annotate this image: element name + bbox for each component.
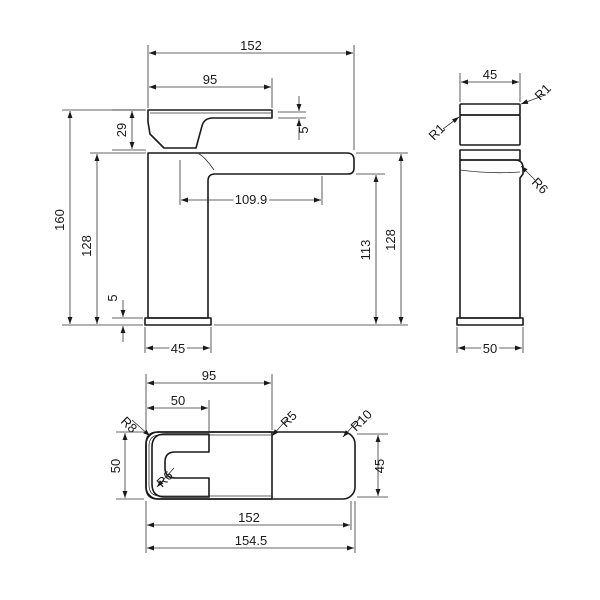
- base-plate: [144, 317, 212, 326]
- dim-spout-reach: 109.9: [235, 192, 268, 207]
- dim-body-height: 128: [79, 235, 94, 257]
- leader-r5: [271, 417, 289, 437]
- leader-r10: [342, 417, 361, 438]
- top-view: 95 50 R8 R5 R10 R6 50 45 152: [108, 368, 388, 553]
- side-handle-block: [459, 114, 521, 146]
- dim-base-height: 5: [105, 294, 120, 301]
- dim-radius-top-left: R1: [426, 121, 448, 143]
- dim-top-overall-length: 154.5: [235, 533, 268, 548]
- top-inner-lever: [151, 433, 210, 498]
- faucet-body-outline: [147, 152, 355, 319]
- top-handle-outline: [145, 431, 273, 500]
- dim-side-base-width: 50: [483, 341, 497, 356]
- side-body: [459, 159, 524, 319]
- dim-radius-spout: R6: [529, 175, 551, 197]
- leader-r1-left: [442, 116, 460, 130]
- dim-handle-gap: 5: [296, 126, 311, 133]
- dim-top-spout-depth: 45: [372, 459, 387, 473]
- leader-r6-side: [520, 165, 536, 181]
- leader-r6-top: [156, 467, 175, 488]
- dim-spout-clearance: 113: [358, 240, 373, 261]
- side-view: 45 R1 R1 R6 50: [426, 67, 554, 359]
- dim-top-handle-length: 95: [202, 368, 216, 383]
- side-spout-top: [459, 149, 521, 161]
- dim-top-inner-width: 50: [171, 393, 185, 408]
- dim-radius-spout-top: R10: [348, 407, 375, 434]
- dim-overall-height: 160: [52, 209, 67, 231]
- top-handle-inner: [148, 434, 272, 497]
- dim-handle-length: 95: [203, 72, 217, 87]
- dim-side-handle-width: 45: [483, 67, 497, 82]
- front-view: 152 95 29 5 160 128 5 45: [52, 38, 408, 359]
- dim-top-body-length: 152: [238, 510, 260, 525]
- leader-r1-right: [520, 94, 546, 105]
- dim-radius-handle: R5: [278, 408, 300, 430]
- dim-handle-height: 29: [114, 123, 129, 137]
- side-handle-top: [459, 103, 521, 116]
- leader-r8: [131, 419, 151, 437]
- top-body-outline: [145, 431, 356, 500]
- dim-spout-height: 128: [383, 229, 398, 251]
- dim-base-width: 45: [171, 341, 185, 356]
- dim-overall-width: 152: [240, 38, 262, 53]
- side-base-plate: [456, 317, 524, 326]
- dim-radius-corner: R8: [118, 414, 140, 436]
- side-spout-curve: [459, 169, 521, 174]
- spout-inner-line: [197, 152, 215, 171]
- dim-top-depth: 50: [108, 459, 123, 473]
- handle-outline: [147, 109, 273, 149]
- dim-radius-top-right: R1: [532, 81, 554, 103]
